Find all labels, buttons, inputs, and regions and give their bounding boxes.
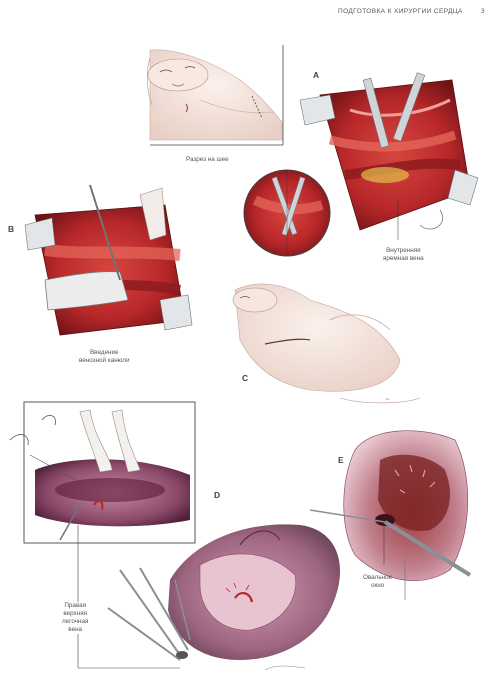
figure-letter-c: C (242, 373, 249, 383)
panel-a-illustration (243, 72, 479, 257)
caption-line: яремная вена (383, 255, 424, 262)
caption-venous-cannula: Введение венозной канюли (79, 349, 129, 365)
svg-text:~: ~ (385, 396, 390, 403)
caption-line: окно (370, 582, 385, 589)
panel-e-illustration (309, 430, 472, 600)
caption-line: венозной канюли (79, 357, 130, 364)
caption-line: Овальное (363, 574, 393, 581)
caption-neck-incision: Разрез на шее (186, 156, 229, 163)
caption-right-superior-pulmonary-vein: Правая верхняя легочная вена (62, 602, 89, 634)
panel-c-illustration: ~ (232, 283, 421, 404)
running-head: ПОДГОТОВКА К ХИРУРГИИ СЕРДЦА (338, 8, 463, 15)
caption-line: Правая (64, 602, 87, 609)
caption-internal-jugular-vein: Внутренняя яремная вена (383, 247, 424, 263)
figure-letter-d: D (214, 490, 221, 500)
caption-line: Внутренняя (386, 247, 421, 254)
figure-letter-a: A (313, 70, 320, 80)
caption-line: вена (68, 626, 83, 633)
caption-line: легочная (62, 618, 89, 625)
page-number: 3 (481, 8, 485, 15)
panel-d-inset-illustration (9, 401, 196, 669)
figure-letter-b: B (8, 224, 15, 234)
panel-d-main-illustration (107, 524, 340, 671)
panel-b-illustration (24, 184, 193, 336)
figure-letter-e: E (338, 455, 344, 465)
neck-incision-illustration (146, 45, 284, 146)
page-header: ПОДГОТОВКА К ХИРУРГИИ СЕРДЦА 3 (0, 8, 488, 22)
caption-oval-window: Овальное окно (363, 574, 392, 590)
caption-line: верхняя (63, 610, 88, 617)
caption-line: Введение (89, 349, 119, 356)
